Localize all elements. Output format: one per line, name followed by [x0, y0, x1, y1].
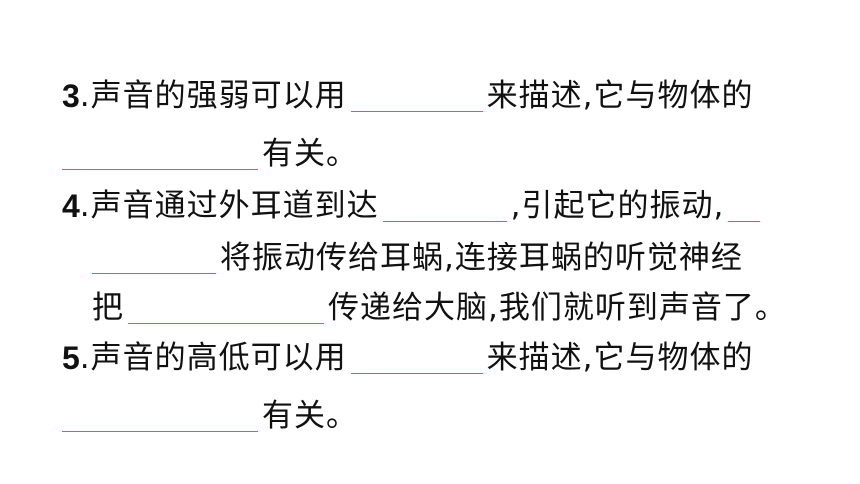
q4-number: 4 — [62, 188, 80, 224]
q4-text-d: 把 — [92, 290, 124, 326]
q4-text-c: 将振动传给耳蜗,连接耳蜗的听觉神经 — [220, 240, 743, 276]
q3-text-c: 有关。 — [262, 136, 358, 172]
q5-number: 5 — [62, 340, 80, 376]
q3-text-a: .声音的强弱可以用 — [79, 78, 347, 114]
q3-line2: 有关。 — [62, 130, 358, 174]
q4-line2: 将振动传给耳蜗,连接耳蜗的听觉神经 — [92, 234, 743, 278]
q4-line1: 4 .声音通过外耳道到达 ,引起它的振动, — [62, 182, 764, 226]
q4-blank-2b[interactable] — [92, 243, 216, 274]
q5-line2: 有关。 — [62, 392, 358, 436]
q5-blank-1[interactable] — [350, 343, 483, 374]
q4-text-b: ,引起它的振动, — [510, 188, 725, 224]
q4-text-e: 传递给大脑,我们就听到声音了。 — [328, 290, 787, 326]
q3-blank-2[interactable] — [62, 139, 258, 170]
q4-line3: 把 传递给大脑,我们就听到声音了。 — [92, 284, 787, 328]
q5-line1: 5 .声音的高低可以用 来描述,它与物体的 — [62, 334, 754, 378]
q4-blank-1[interactable] — [382, 191, 507, 222]
q3-text-b: 来描述,它与物体的 — [486, 78, 754, 114]
q5-text-b: 来描述,它与物体的 — [486, 340, 754, 376]
q4-text-a: .声音通过外耳道到达 — [79, 188, 379, 224]
q4-blank-3[interactable] — [128, 293, 324, 324]
q3-line1: 3 .声音的强弱可以用 来描述,它与物体的 — [62, 72, 754, 116]
q5-blank-2[interactable] — [62, 401, 258, 432]
q5-text-a: .声音的高低可以用 — [79, 340, 347, 376]
q4-blank-2a[interactable] — [728, 191, 761, 222]
q3-blank-1[interactable] — [350, 81, 483, 112]
q3-number: 3 — [62, 78, 80, 114]
q5-text-c: 有关。 — [262, 398, 358, 434]
